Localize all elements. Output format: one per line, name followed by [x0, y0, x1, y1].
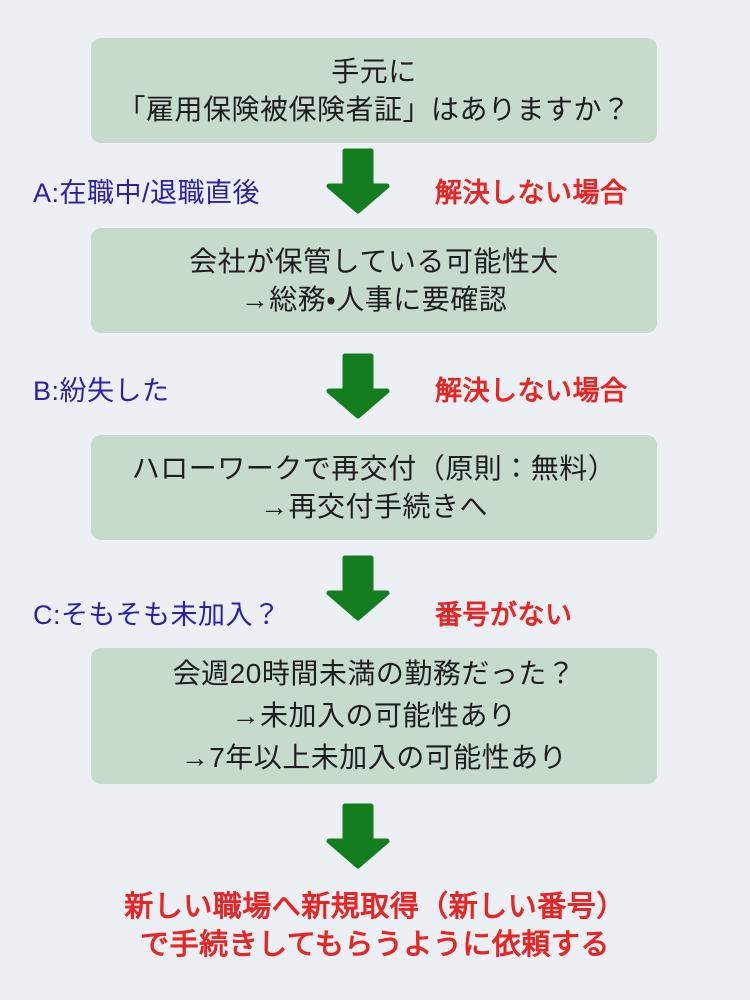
branch-label-a: A:在職中/退職直後	[33, 178, 261, 208]
condition-label-a: 解決しない場合	[435, 178, 628, 208]
condition-label-c: 番号がない	[435, 600, 573, 630]
box-line: →7年以上未加入の可能性あり	[180, 742, 568, 773]
final-note-line: で手続きしてもらうように依頼する	[140, 929, 610, 961]
result-box-c: 会週20時間未満の勤務だった？ →未加入の可能性あり →7年以上未加入の可能性あ…	[91, 648, 657, 784]
arrow-down-icon	[326, 353, 390, 419]
box-line: 「雇用保険被保険者証」はありますか？	[117, 93, 631, 125]
branch-label-c: C:そもそも未加入？	[33, 600, 281, 630]
box-line: →総務・人事に要確認	[240, 283, 508, 315]
condition-label-b: 解決しない場合	[435, 376, 628, 406]
result-box-b: ハローワークで再交付（原則：無料） →再交付手続きへ	[91, 435, 657, 540]
box-line: →再交付手続きへ	[259, 490, 488, 522]
branch-label-b: B:紛失した	[33, 376, 170, 406]
box-line: 手元に	[331, 55, 417, 87]
box-line: 会社が保管している可能性大	[189, 245, 559, 277]
box-line: ハローワークで再交付（原則：無料）	[131, 452, 617, 484]
arrow-down-icon	[326, 803, 390, 869]
final-note-line: 新しい職場へ新規取得（新しい番号）	[124, 891, 626, 923]
arrow-down-icon	[326, 148, 390, 214]
box-line: 会週20時間未満の勤務だった？	[172, 658, 576, 689]
result-box-a: 会社が保管している可能性大 →総務・人事に要確認	[91, 228, 657, 333]
decision-box-start: 手元に 「雇用保険被保険者証」はありますか？	[91, 38, 657, 143]
box-line: →未加入の可能性あり	[231, 700, 517, 731]
final-note: 新しい職場へ新規取得（新しい番号） で手続きしてもらうように依頼する	[0, 888, 750, 964]
arrow-down-icon	[326, 555, 390, 621]
